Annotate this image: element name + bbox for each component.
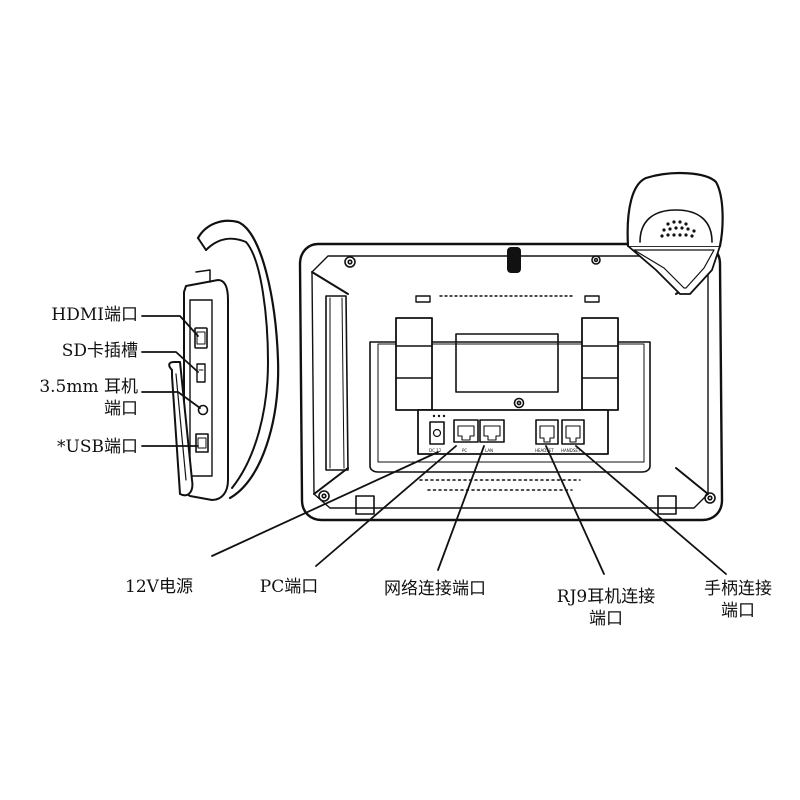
- label-usb-port: *USB端口: [57, 437, 138, 457]
- label-audio-port: 3.5mm 耳机 端口: [4, 376, 138, 420]
- label-handset-line2: 端口: [721, 601, 755, 621]
- mark-dc: DC 12: [429, 448, 442, 453]
- mark-pc: PC: [462, 448, 467, 453]
- label-lan-port: 网络连接端口: [384, 579, 486, 599]
- side-usb-port: [195, 433, 209, 453]
- mark-handset: HANDSET: [561, 448, 581, 453]
- label-hdmi-port: HDMI端口: [51, 305, 138, 325]
- mark-lan: LAN: [485, 448, 493, 453]
- label-audio-line2: 端口: [104, 399, 138, 419]
- mark-headset: HEADSET: [535, 448, 554, 453]
- side-sd-slot: [196, 363, 206, 383]
- label-sd-slot: SD卡插槽: [61, 341, 138, 361]
- back-lan-port: [479, 419, 505, 443]
- side-view: [168, 219, 280, 501]
- label-audio-line1: 3.5mm 耳机: [39, 377, 138, 397]
- bottom-leader-lines: [211, 445, 727, 575]
- side-audio-jack: [197, 404, 209, 416]
- label-handset-line1: 手柄连接: [704, 579, 772, 599]
- side-leader-lines: [141, 315, 201, 447]
- side-hdmi-port: [194, 327, 208, 349]
- back-view: [298, 171, 724, 522]
- label-rj9-line2: 端口: [589, 609, 623, 629]
- label-handset-port: 手柄连接 端口: [682, 578, 794, 622]
- back-dc-jack: [429, 421, 445, 445]
- label-rj9-line1: RJ9耳机连接: [556, 587, 656, 607]
- back-headset-port: [535, 419, 559, 445]
- label-power: 12V电源: [125, 577, 193, 597]
- label-pc-port: PC端口: [259, 577, 319, 597]
- label-rj9-port: RJ9耳机连接 端口: [536, 586, 676, 630]
- back-pc-port: [453, 419, 479, 443]
- back-handset-port: [561, 419, 585, 445]
